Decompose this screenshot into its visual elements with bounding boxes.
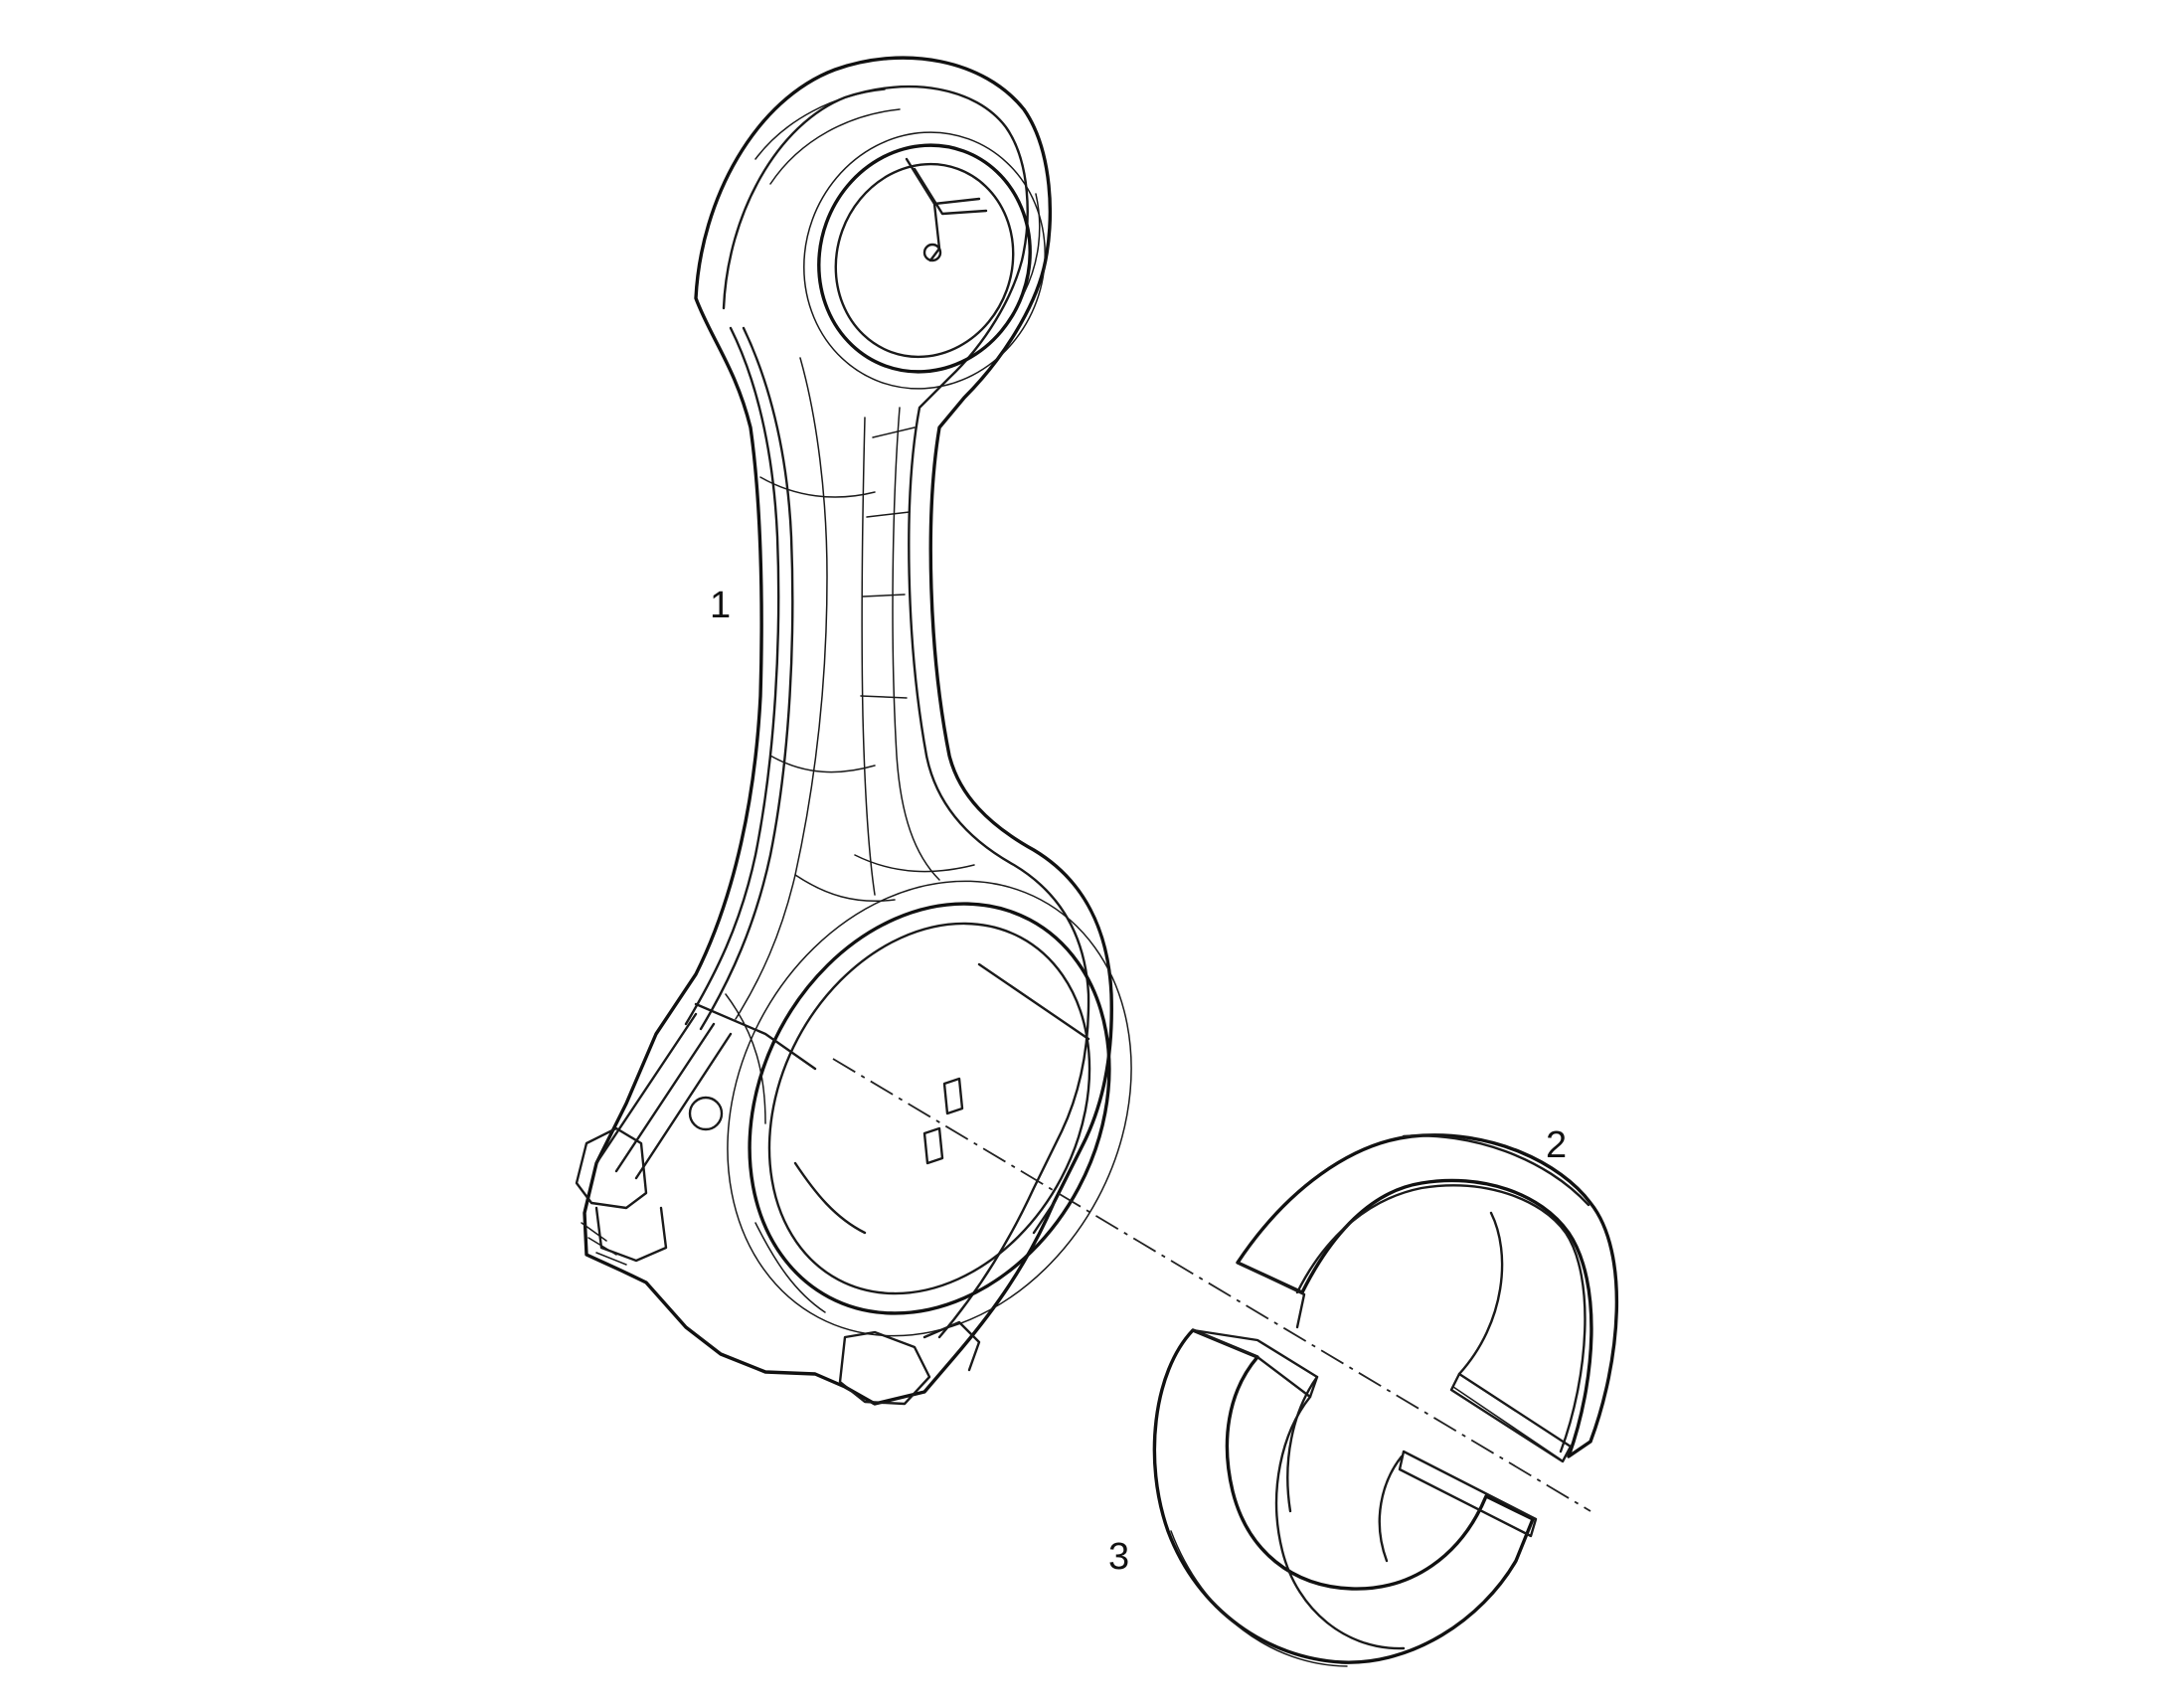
- dowel-pin: [688, 1096, 724, 1131]
- lower-bearing-shell: [1152, 1328, 1538, 1667]
- upper-shell-inner-rim: [1295, 1184, 1587, 1453]
- big-end-bore: [748, 902, 1111, 1315]
- bolt-right-head: [838, 1320, 981, 1406]
- rod-outer-outline: [583, 56, 1113, 1406]
- assembly-axis-line: [832, 1058, 1591, 1512]
- lower-shell-outer-face: [1152, 1328, 1535, 1664]
- rod-inner-contour: [722, 85, 1090, 1339]
- upper-shell-split-faces: [1236, 1261, 1573, 1463]
- upper-shell-inner-back: [1457, 1211, 1504, 1376]
- upper-shell-outer-face: [1236, 1133, 1619, 1458]
- small-end-oil-hole: [922, 243, 942, 262]
- callout-3: 3: [1108, 1536, 1130, 1578]
- small-end-bore-ring: [803, 131, 1046, 390]
- upper-shell-thickness: [1452, 1386, 1562, 1460]
- lower-shell-inner-rim: [1274, 1395, 1406, 1650]
- small-end-bore-inner: [834, 162, 1015, 359]
- bolt-left-body: [594, 1012, 733, 1180]
- callout-2: 2: [1546, 1124, 1568, 1166]
- bolt-left-thread: [581, 1222, 627, 1266]
- rod-beam-left-edge: [684, 326, 780, 1026]
- bolt-left-head: [575, 1126, 668, 1263]
- small-end-flange-lines: [754, 88, 1041, 294]
- big-end-web-lines: [725, 854, 975, 1313]
- upper-shell-top-edge: [1402, 1134, 1590, 1207]
- big-end-inner-edge: [793, 962, 1090, 1235]
- connecting-rod: [575, 56, 1132, 1406]
- big-end-locking-tang: [922, 1077, 964, 1165]
- cap-split-line: [694, 1002, 1056, 1235]
- rod-beam-cross-1: [759, 476, 876, 773]
- lower-shell-bottom-edge: [1170, 1530, 1348, 1667]
- lower-shell-inner-edge: [1286, 1375, 1404, 1563]
- big-end-bore-chamfer: [767, 922, 1091, 1295]
- small-end-bore-outer: [817, 143, 1032, 374]
- rod-beam-left-edge-2: [699, 326, 794, 1031]
- rod-beam-groove-1: [860, 427, 916, 699]
- rod-beam-rib-center: [861, 417, 876, 896]
- callout-1: 1: [710, 585, 732, 626]
- small-end-oil-channel: [905, 157, 988, 262]
- rod-beam-rib-left: [735, 357, 828, 1020]
- rod-beam-rib-right: [892, 407, 940, 881]
- big-end-bore-ring: [727, 880, 1132, 1337]
- upper-bearing-shell: [1236, 1133, 1619, 1463]
- lower-shell-split-faces: [1191, 1328, 1538, 1538]
